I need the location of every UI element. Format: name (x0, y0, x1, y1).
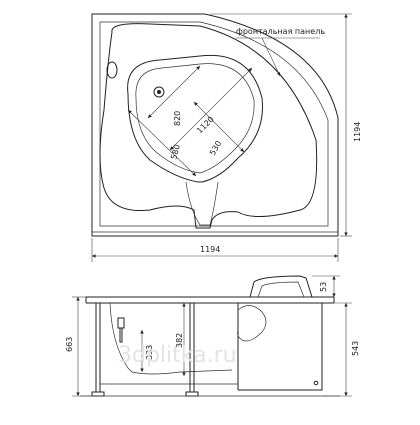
tub-rim-contour (99, 21, 329, 227)
side-bowl-profile (109, 302, 233, 375)
dim-label-seat-depth: 333 (145, 345, 154, 360)
tub-outer-contour (91, 13, 339, 237)
dim-line-1120 (169, 67, 253, 151)
front-panel-label: фронтальная панель (236, 27, 325, 36)
tub-heart-basin (127, 54, 263, 183)
dim-label-1120: 1120 (195, 115, 216, 136)
dim-label-depth: 1194 (353, 122, 362, 142)
tub-bowl-outline (99, 23, 318, 229)
dim-label-total-height: 663 (65, 337, 74, 352)
dim-label-530: 530 (208, 139, 223, 157)
dim-label-580: 580 (169, 143, 182, 160)
tub-heart-inner (135, 63, 255, 174)
dim-label-panel-height: 543 (351, 341, 360, 356)
top-view: 820 1120 580 530 фронтальная панель 1194… (91, 13, 362, 262)
side-drain-fitting-icon (117, 317, 125, 329)
tub-backrest-groove (185, 181, 219, 226)
side-foot-mid (185, 391, 199, 397)
tub-overflow-hole (106, 61, 118, 79)
front-panel-leader-tip (261, 37, 281, 77)
dim-line-820 (127, 109, 197, 177)
dim-label-inner-depth: 382 (175, 333, 184, 348)
dim-line-530 (193, 101, 245, 153)
side-headrest (249, 275, 313, 298)
side-view: 663 543 53 382 333 (65, 275, 360, 397)
side-foot-left (91, 391, 105, 397)
side-front-panel (237, 303, 323, 391)
dim-line-580 (147, 65, 201, 119)
tub-drain-inner-icon (157, 90, 161, 94)
side-panel-screw-icon (313, 380, 319, 386)
dim-label-820: 820 (173, 111, 182, 126)
watermark: 3dplitka.ru (118, 343, 237, 368)
dim-label-width: 1194 (200, 245, 220, 254)
dim-label-rim: 53 (319, 282, 328, 292)
